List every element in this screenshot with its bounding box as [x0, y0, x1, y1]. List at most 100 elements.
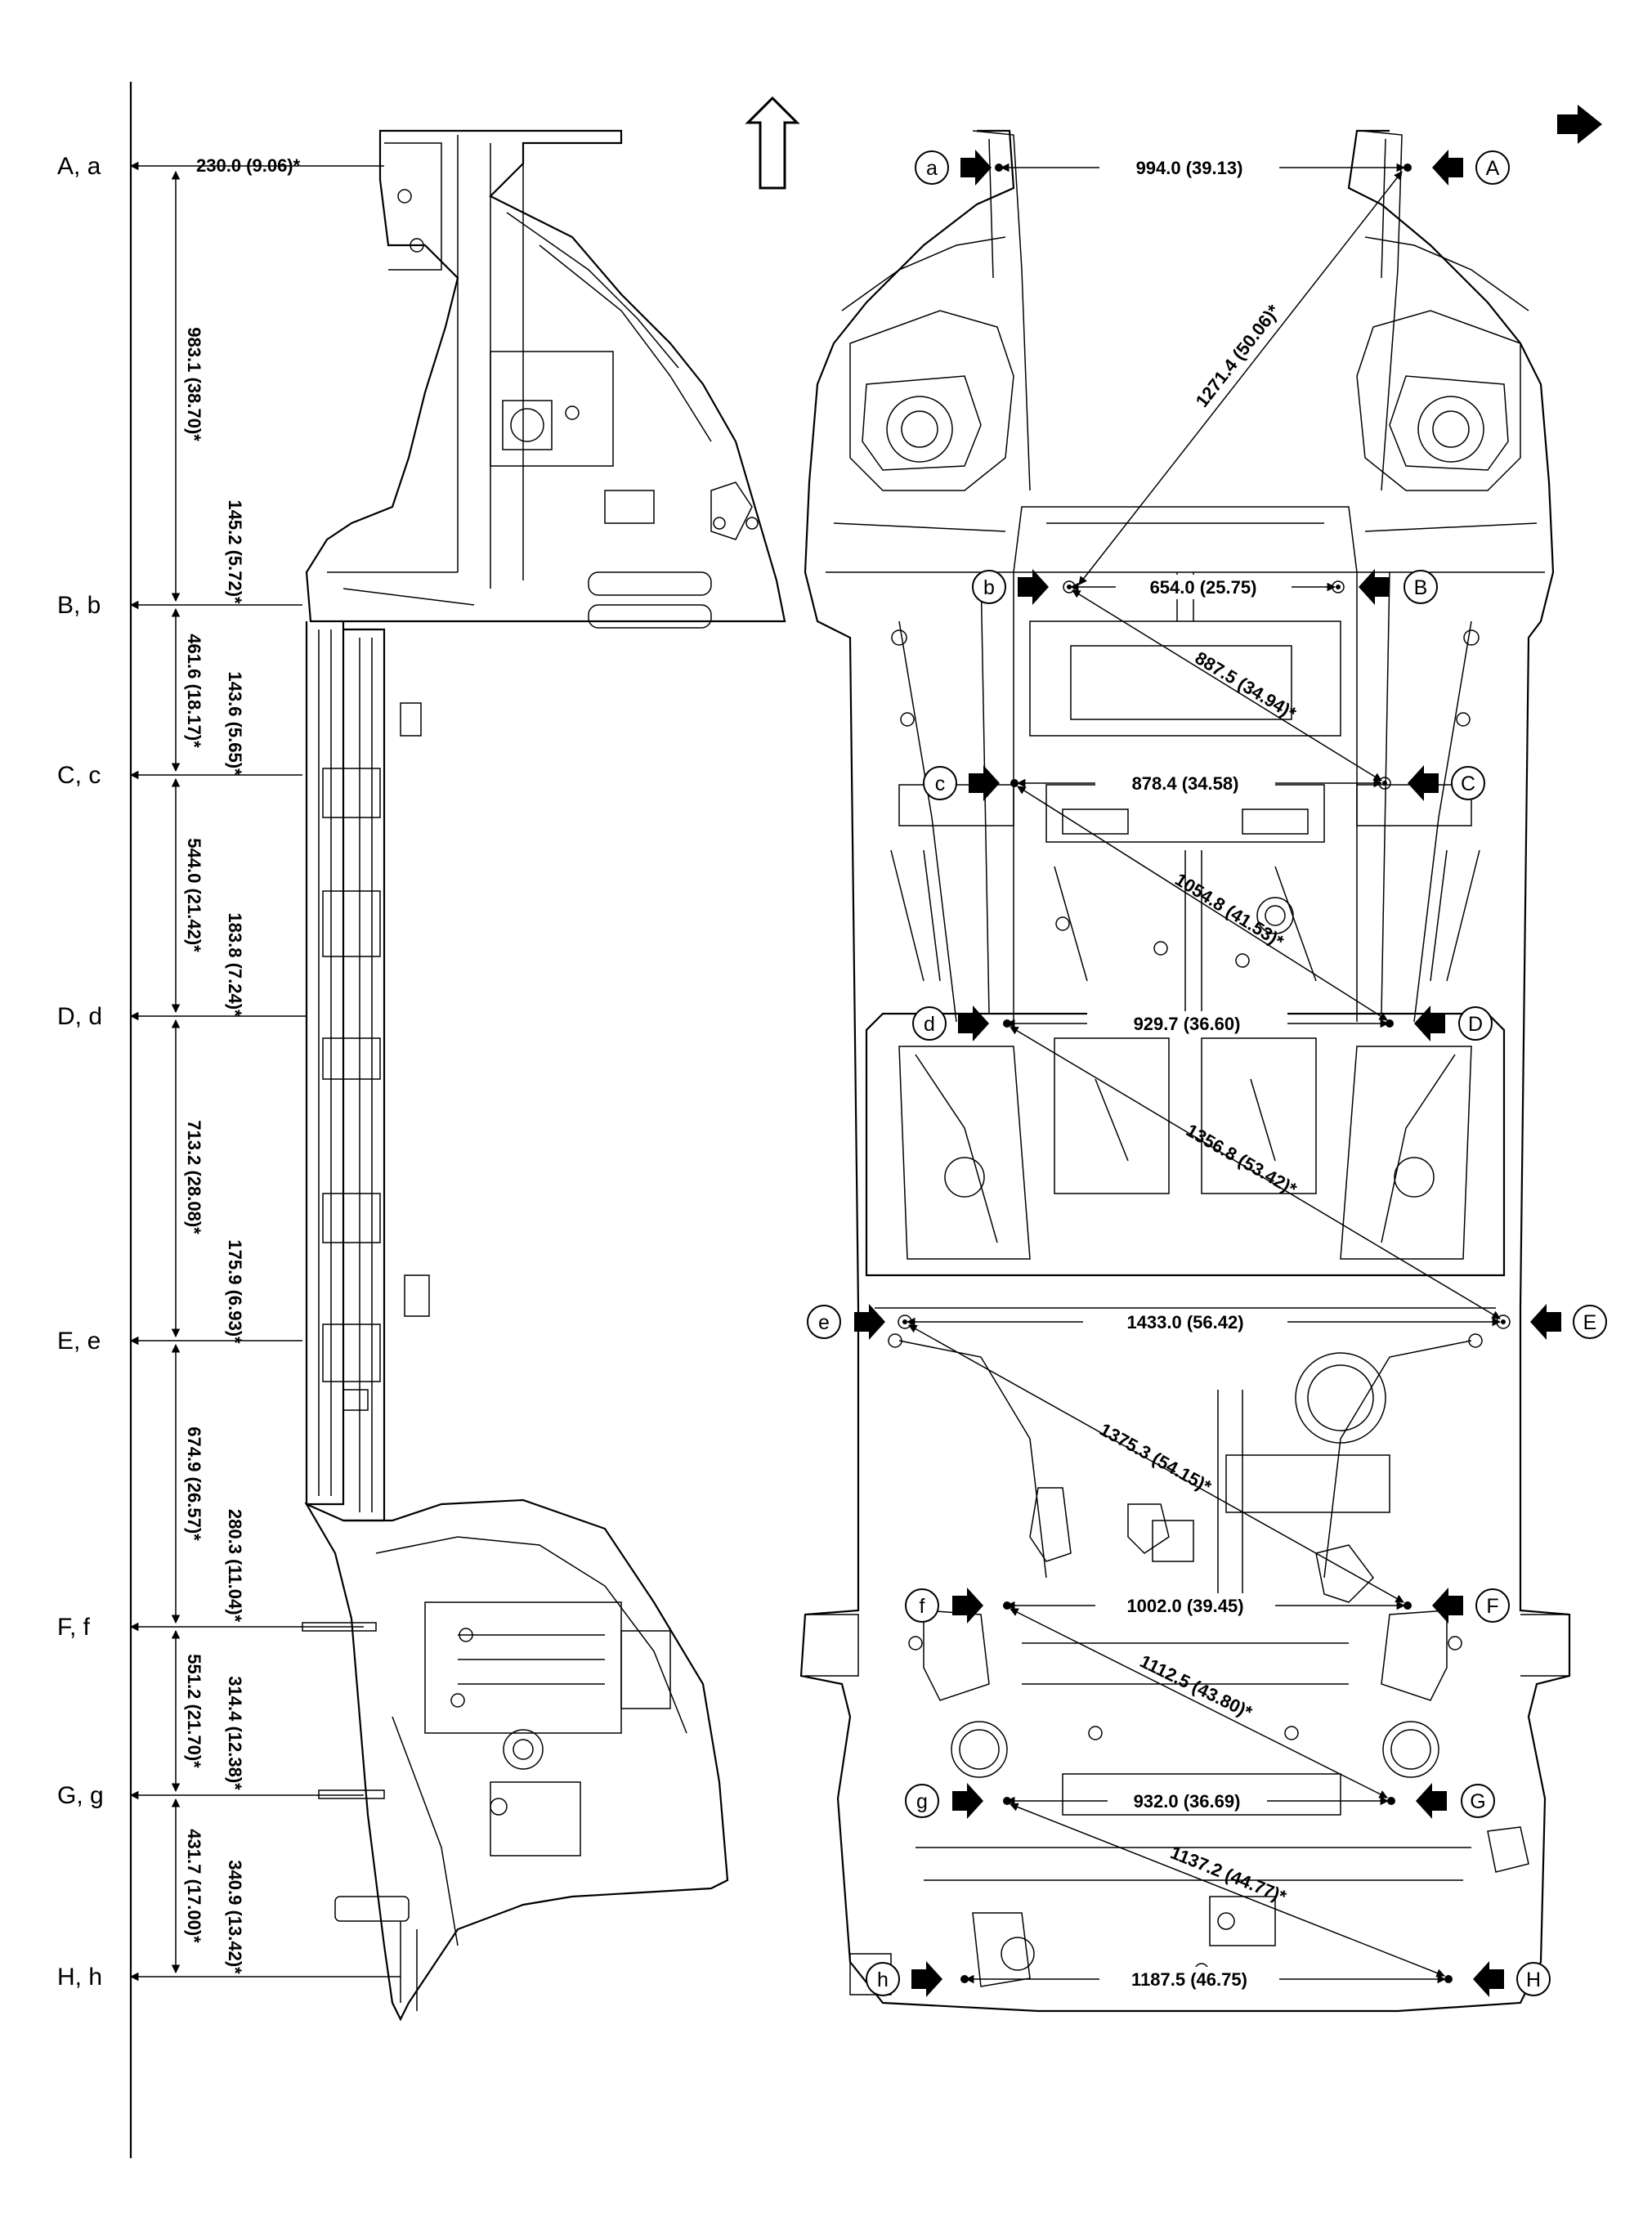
- svg-text:A: A: [1486, 157, 1500, 180]
- point-D: D: [1458, 1006, 1493, 1041]
- point-e: e: [807, 1305, 841, 1339]
- arrow-left-icon: [1432, 150, 1463, 186]
- diagonal-label-2: 887.5 (34.94)*: [1192, 647, 1301, 723]
- svg-text:983.1 (38.70)*: 983.1 (38.70)*: [184, 327, 204, 441]
- svg-text:183.8 (7.24)*: 183.8 (7.24)*: [225, 912, 245, 1017]
- svg-text:143.6 (5.65)*: 143.6 (5.65)*: [225, 671, 245, 776]
- row-labels: A, a B, b C, c D, d E, e F, f G, g H, h: [57, 153, 104, 1991]
- diagonal-dimension-lines: [908, 171, 1501, 1977]
- point-A: A: [1475, 150, 1510, 185]
- front-direction-arrow-icon: [745, 96, 800, 190]
- point-g: g: [905, 1784, 939, 1818]
- svg-text:e: e: [818, 1311, 830, 1334]
- point-f: f: [905, 1588, 939, 1623]
- point-labels-right: A B C D E F G H: [1404, 150, 1607, 1996]
- svg-text:674.9 (26.57)*: 674.9 (26.57)*: [184, 1427, 204, 1541]
- svg-text:F: F: [1486, 1595, 1498, 1618]
- diagonal-label-7: 1137.2 (44.77)*: [1167, 1842, 1289, 1907]
- arrow-right-icon: [958, 1006, 989, 1041]
- row-label-f: F, f: [57, 1614, 91, 1641]
- width-label-f: 1002.0 (39.45): [1126, 1596, 1243, 1616]
- row-label-d: D, d: [57, 1003, 102, 1030]
- svg-text:C: C: [1461, 773, 1475, 795]
- side-ref-lines: [129, 161, 401, 1982]
- arrow-right-icon: [911, 1961, 942, 1997]
- arrow-left-icon: [1359, 569, 1390, 605]
- width-label-d: 929.7 (36.60): [1134, 1014, 1241, 1034]
- point-E: E: [1573, 1305, 1607, 1339]
- row-label-c: C, c: [57, 762, 101, 789]
- width-label-b: 654.0 (25.75): [1150, 577, 1257, 598]
- row-label-a: A, a: [57, 153, 101, 180]
- svg-text:d: d: [924, 1013, 935, 1036]
- arrow-left-icon: [1530, 1304, 1561, 1340]
- arrow-left-icon: [1432, 1588, 1463, 1624]
- point-H: H: [1516, 1962, 1551, 1996]
- svg-text:g: g: [916, 1790, 928, 1813]
- svg-text:h: h: [877, 1969, 889, 1991]
- svg-text:175.9 (6.93)*: 175.9 (6.93)*: [225, 1239, 245, 1344]
- arrow-left-icon: [1473, 1961, 1504, 1997]
- row-label-g: G, g: [57, 1782, 104, 1809]
- width-label-c: 878.4 (34.58): [1132, 773, 1239, 794]
- row-label-h: H, h: [57, 1964, 102, 1991]
- svg-text:D: D: [1468, 1013, 1483, 1036]
- width-label-h: 1187.5 (46.75): [1131, 1969, 1247, 1990]
- underbody-view: [799, 129, 1571, 2013]
- arrow-right-icon: [969, 765, 1000, 801]
- svg-text:b: b: [983, 576, 995, 599]
- side-span-labels: 983.1 (38.70)* 461.6 (18.17)* 544.0 (21.…: [184, 327, 204, 1943]
- svg-text:280.3 (11.04)*: 280.3 (11.04)*: [225, 1509, 245, 1623]
- point-c: c: [923, 766, 957, 800]
- svg-text:B: B: [1414, 576, 1428, 599]
- arrow-right-icon: [952, 1783, 983, 1819]
- point-d: d: [912, 1006, 947, 1041]
- point-h: h: [866, 1962, 900, 1996]
- width-dimension-lines: [906, 163, 1502, 1984]
- svg-text:314.4 (12.38)*: 314.4 (12.38)*: [225, 1676, 245, 1790]
- svg-text:461.6 (18.17)*: 461.6 (18.17)*: [184, 634, 204, 748]
- side-body-structure: [302, 129, 786, 2022]
- diagonal-label-3: 1054.8 (41.53)*: [1171, 869, 1287, 952]
- side-height-labels: 145.2 (5.72)* 143.6 (5.65)* 183.8 (7.24)…: [225, 499, 245, 1974]
- side-top-dim: 230.0 (9.06)*: [196, 155, 301, 176]
- width-labels: 994.0 (39.13) 654.0 (25.75) 878.4 (34.58…: [1083, 155, 1292, 1991]
- svg-text:340.9 (13.42)*: 340.9 (13.42)*: [225, 1860, 245, 1974]
- svg-text:551.2 (21.70)*: 551.2 (21.70)*: [184, 1654, 204, 1768]
- diagonal-labels: 1271.4 (50.06)* 887.5 (34.94)* 1054.8 (4…: [1096, 301, 1301, 1907]
- point-b: b: [972, 570, 1006, 604]
- arrow-right-icon: [960, 150, 992, 186]
- svg-text:H: H: [1526, 1969, 1541, 1991]
- diagonal-label-4: 1356.8 (53.42)*: [1183, 1120, 1301, 1200]
- diagonal-label-1: 1271.4 (50.06)*: [1192, 301, 1284, 411]
- row-label-e: E, e: [57, 1328, 101, 1355]
- svg-text:a: a: [926, 157, 938, 180]
- measurement-arrows: [854, 150, 1561, 1997]
- arrow-left-icon: [1408, 765, 1439, 801]
- row-label-b: B, b: [57, 592, 101, 619]
- point-G: G: [1461, 1784, 1495, 1818]
- width-label-a: 994.0 (39.13): [1136, 158, 1243, 178]
- arrow-left-icon: [1416, 1783, 1447, 1819]
- svg-text:431.7 (17.00)*: 431.7 (17.00)*: [184, 1829, 204, 1943]
- svg-text:f: f: [920, 1595, 925, 1618]
- right-direction-arrow-icon: [1557, 105, 1602, 144]
- point-F: F: [1475, 1588, 1510, 1623]
- arrow-right-icon: [1018, 569, 1049, 605]
- point-B: B: [1404, 570, 1438, 604]
- arrow-left-icon: [1414, 1006, 1445, 1041]
- width-label-g: 932.0 (36.69): [1134, 1791, 1241, 1812]
- svg-text:E: E: [1583, 1311, 1597, 1334]
- arrow-right-icon: [952, 1588, 983, 1624]
- svg-text:G: G: [1470, 1790, 1485, 1813]
- svg-text:145.2 (5.72)*: 145.2 (5.72)*: [225, 499, 245, 604]
- point-C: C: [1451, 766, 1485, 800]
- width-label-e: 1433.0 (56.42): [1126, 1312, 1243, 1332]
- point-labels-left: a b c d e f g h: [807, 150, 1006, 1996]
- diagonal-label-6: 1112.5 (43.80)*: [1137, 1650, 1256, 1722]
- point-a: a: [915, 150, 949, 185]
- svg-text:544.0 (21.42)*: 544.0 (21.42)*: [184, 838, 204, 952]
- side-view: A, a B, b C, c D, d E, e F, f G, g H, h …: [57, 82, 786, 2158]
- svg-text:c: c: [935, 773, 946, 795]
